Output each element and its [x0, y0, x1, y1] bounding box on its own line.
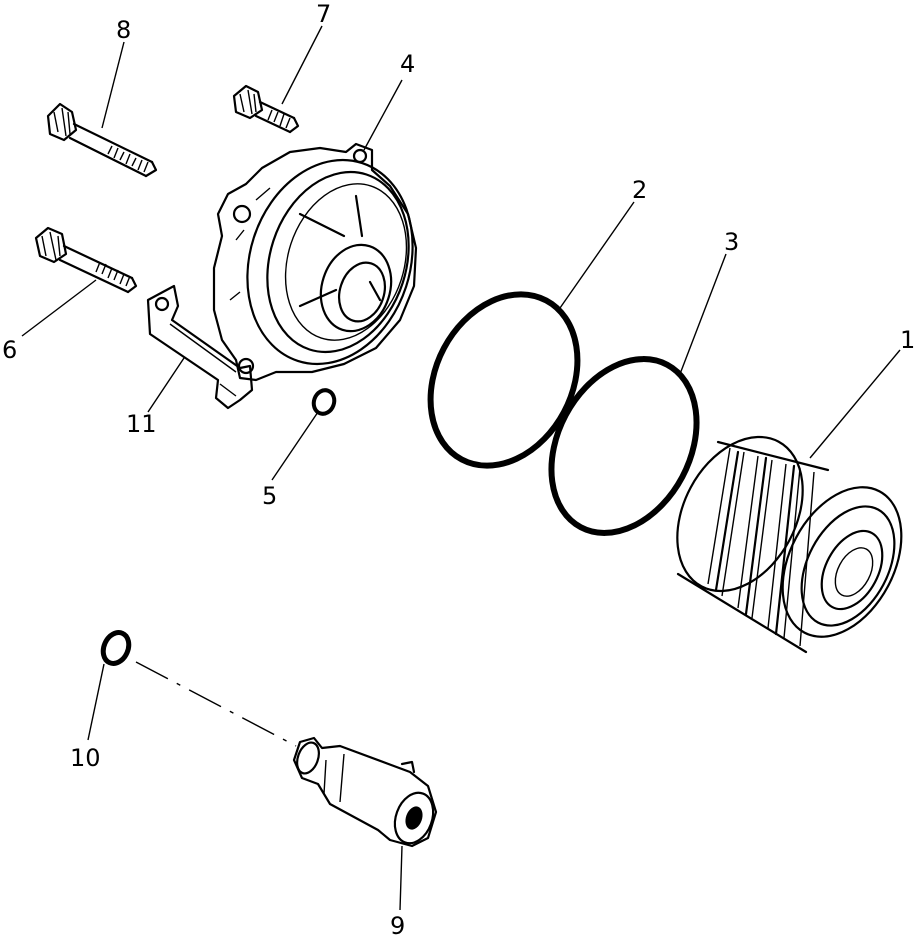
part-5-small-o-ring — [311, 388, 337, 416]
leader-2 — [559, 201, 635, 309]
part-11-bracket — [146, 284, 254, 410]
callout-1: 1 — [900, 326, 915, 354]
leader-3 — [679, 253, 727, 375]
callout-2: 2 — [632, 176, 647, 204]
leader-1 — [809, 349, 901, 459]
callout-9: 9 — [390, 912, 405, 937]
leader-8 — [101, 41, 125, 129]
leader-11 — [147, 357, 185, 413]
leader-9 — [399, 845, 403, 911]
leader-10 — [87, 663, 105, 741]
callout-3: 3 — [724, 228, 739, 256]
callout-6: 6 — [2, 336, 17, 364]
part-1-filter-element — [676, 435, 903, 654]
callout-11: 11 — [126, 410, 157, 438]
part-10-small-o-ring — [100, 630, 132, 666]
part-3-large-o-ring — [548, 356, 700, 536]
part-8-long-bolt — [46, 102, 158, 178]
callout-5: 5 — [262, 482, 277, 510]
part-4-housing — [212, 142, 418, 382]
part-9-relief-valve — [292, 736, 438, 848]
part-6-bolt — [34, 226, 138, 294]
part-7-short-bolt — [232, 84, 300, 134]
leader-4 — [363, 79, 403, 151]
callout-10: 10 — [70, 744, 101, 772]
assembly-centerline — [135, 661, 297, 747]
callout-4: 4 — [400, 50, 415, 78]
callout-8: 8 — [116, 16, 131, 44]
leader-7 — [281, 25, 323, 105]
part-2-large-o-ring — [427, 291, 581, 469]
leader-lines — [21, 25, 901, 911]
leader-5 — [271, 411, 319, 481]
leader-6 — [21, 279, 97, 337]
callout-7: 7 — [316, 0, 331, 28]
